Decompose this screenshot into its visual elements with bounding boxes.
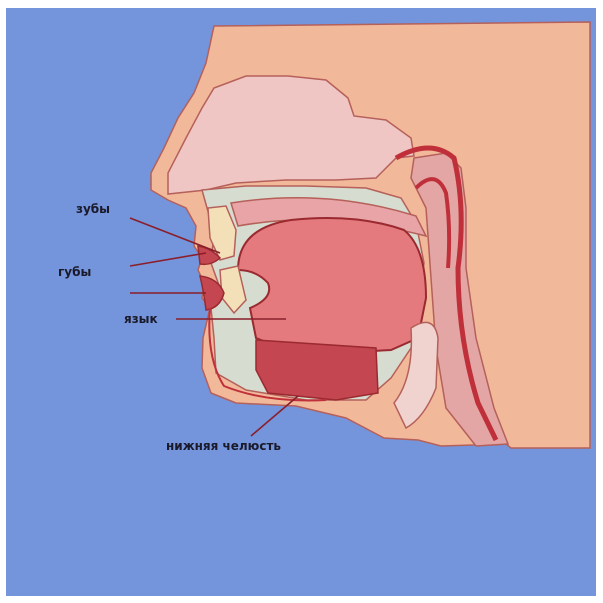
label-teeth: зубы bbox=[76, 202, 110, 216]
mouth-floor bbox=[256, 340, 378, 400]
label-lower-jaw: нижняя челюсть bbox=[166, 439, 281, 453]
label-tongue: язык bbox=[124, 312, 158, 326]
anatomy-figure: зубы губы язык нижняя челюсть bbox=[6, 8, 596, 596]
lips-pointer-1 bbox=[130, 253, 206, 266]
label-lips: губы bbox=[58, 265, 91, 279]
head-cross-section: зубы губы язык нижняя челюсть bbox=[6, 8, 596, 596]
